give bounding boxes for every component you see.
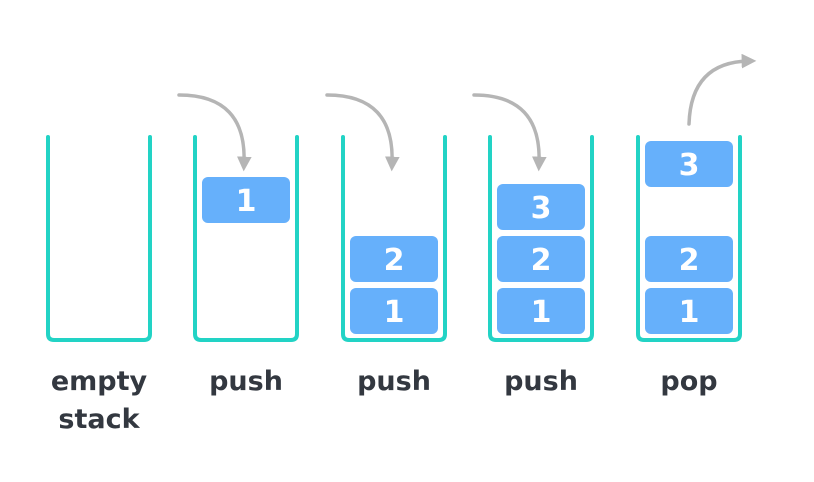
stack-container [341, 135, 447, 342]
stage-caption: push [504, 366, 578, 397]
stack-block-label: 1 [384, 295, 405, 330]
stage-caption: push [357, 366, 431, 397]
stack-container [488, 135, 594, 342]
stack-block-body [497, 236, 585, 282]
stack-block-1: 1 [350, 288, 438, 334]
push-arrow-icon [472, 93, 547, 172]
stack-block-body [645, 288, 733, 334]
push-arrow-icon [325, 93, 400, 172]
stack-block-label: 3 [531, 191, 552, 226]
stage-caption: empty [51, 366, 148, 397]
stage-3: 1 2 push [325, 93, 447, 397]
stack-block-1: 1 [497, 288, 585, 334]
stack-block-body [645, 141, 733, 187]
stage-caption: stack [58, 404, 140, 435]
stage-5: 1 2 3 pop [636, 53, 757, 397]
stack-block-label: 2 [531, 243, 552, 278]
stack-block-label: 2 [384, 243, 405, 278]
stack-block-body [202, 177, 290, 223]
stack-block-label: 1 [236, 184, 257, 219]
stack-block-body [350, 236, 438, 282]
stack-container [46, 135, 152, 342]
stack-container [636, 135, 742, 342]
stack-block-body [497, 184, 585, 230]
stage-2: 1 push [177, 93, 299, 397]
stage-caption: push [209, 366, 283, 397]
stack-block-2: 2 [497, 236, 585, 282]
stack-block-label: 1 [531, 295, 552, 330]
stack-block-1: 1 [202, 177, 290, 223]
stack-block-3: 3 [645, 141, 733, 187]
stack-block-label: 2 [679, 243, 700, 278]
stack-block-1: 1 [645, 288, 733, 334]
stack-container [193, 135, 299, 342]
pop-arrow-icon [687, 53, 757, 126]
stack-block-body [350, 288, 438, 334]
push-arrow-icon [177, 93, 252, 172]
stack-block-2: 2 [645, 236, 733, 282]
stack-block-label: 1 [679, 295, 700, 330]
stack-block-label: 3 [679, 148, 700, 183]
stack-block-2: 2 [350, 236, 438, 282]
stack-block-body [497, 288, 585, 334]
stage-caption: pop [660, 366, 717, 397]
stage-4: 1 2 3 push [472, 93, 594, 397]
stack-block-body [645, 236, 733, 282]
stack-block-3: 3 [497, 184, 585, 230]
stage-1: empty stack [46, 135, 152, 435]
